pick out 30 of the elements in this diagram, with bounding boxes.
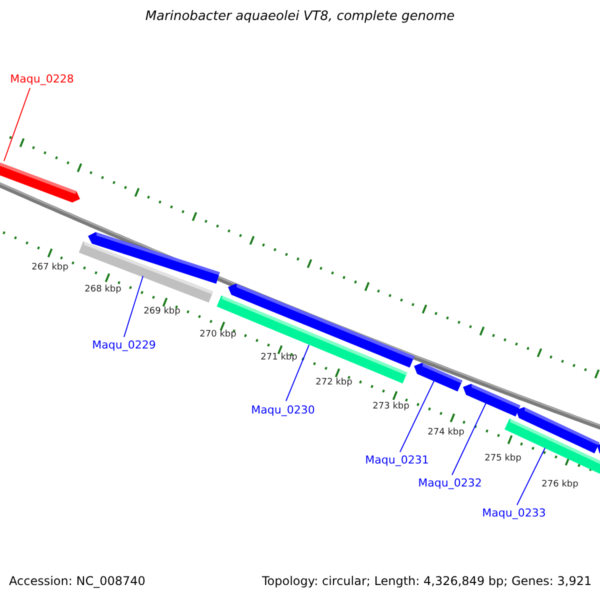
leader-line [124,276,144,338]
gene-label: Maqu_0232 [418,476,482,490]
scale-label: 268 kbp [84,284,122,296]
leader-line [400,380,434,452]
leader-line [286,344,310,402]
gene-label: Maqu_0230 [251,403,315,417]
scale-label: 269 kbp [144,306,180,318]
scale-label: 273 kbp [372,402,410,412]
leader-line [452,402,486,476]
scale-label: 274 kbp [428,428,464,438]
map-title: Marinobacter aquaeolei VT8, complete genome [144,9,456,25]
gene-feature [78,241,214,303]
gene-label: Maqu_0231 [365,453,429,467]
gene-feature [516,407,600,454]
gene-feature [0,160,80,202]
gene-feature [463,384,520,416]
leader-line [516,448,546,506]
gene-label: Maqu_0228 [10,72,74,86]
scale-label: 270 kbp [200,330,236,340]
footer-text: Topology: circular; Length: 4,326,849 bp; Genes: 3,921 [262,574,592,588]
scale-label: 276 kbp [542,480,578,490]
footer-text: Accession: NC_008740 [9,574,146,588]
scale-label: 267 kbp [32,262,68,274]
gene-label: Maqu_0229 [92,338,156,352]
scale-label: 272 kbp [316,378,352,388]
scale-label: 271 kbp [260,352,298,364]
scale-label: 275 kbp [484,454,522,464]
leader-line [4,88,30,162]
gene-feature [414,362,462,392]
gene-label: Maqu_0233 [482,506,546,520]
